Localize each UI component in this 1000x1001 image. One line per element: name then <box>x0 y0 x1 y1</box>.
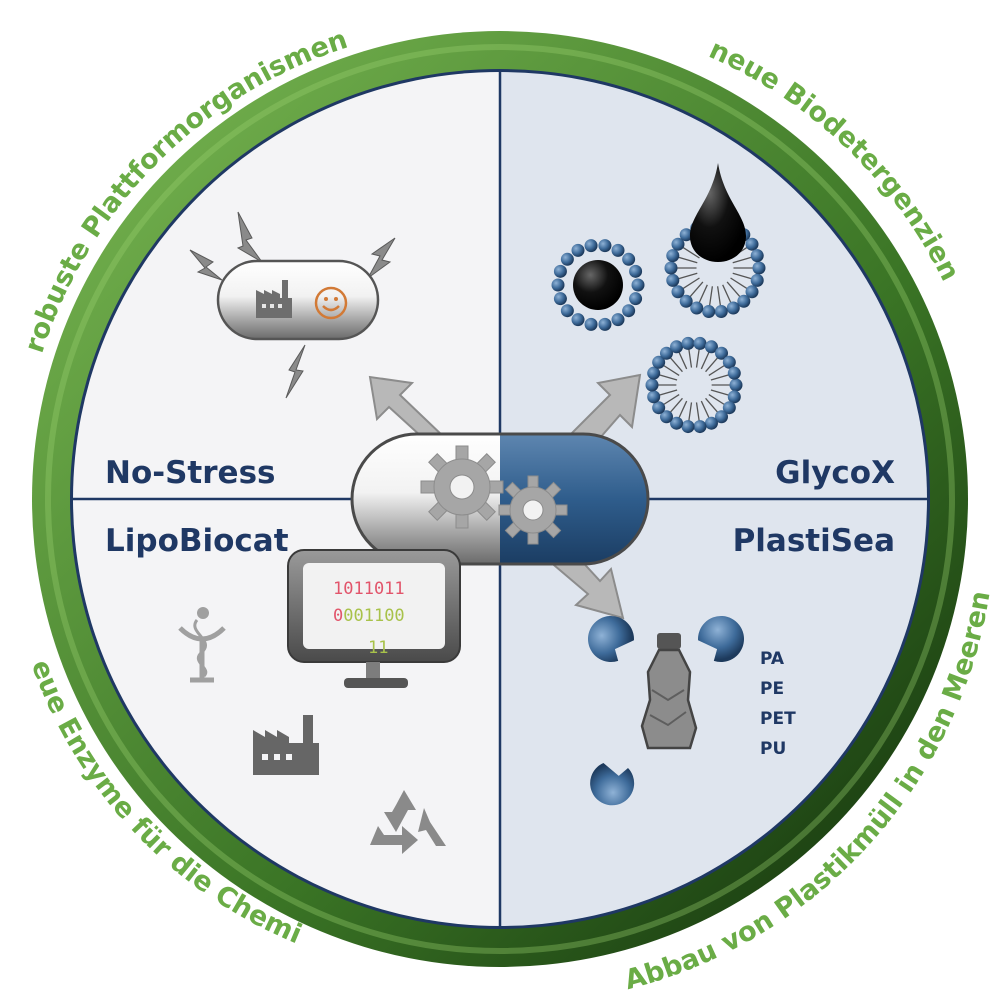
plastic-label: PU <box>760 739 786 759</box>
factory-icon <box>253 715 319 775</box>
label-glycox: GlycoX <box>775 455 895 491</box>
smiley-icon <box>314 286 348 320</box>
plastic-label: PE <box>760 679 784 699</box>
gear-icon <box>420 445 504 529</box>
plastic-label: PA <box>760 649 785 669</box>
micelle-icon <box>551 239 645 331</box>
recycle-icon <box>370 790 446 854</box>
binary-line-2-rest: 001100 <box>343 606 404 626</box>
stress-capsule <box>216 259 380 341</box>
factory-icon <box>256 280 292 318</box>
bottle-icon <box>640 633 698 750</box>
plastic-label: PET <box>760 709 796 729</box>
label-no-stress: No-Stress <box>105 455 275 491</box>
center-capsule <box>350 432 650 566</box>
label-lipobiocat: LipoBiocat <box>105 523 289 559</box>
pharmacy-icon <box>178 607 226 683</box>
binary-line-2: 0001100 <box>333 606 405 626</box>
lipobiocat-illustration: 1011011 0001100 11 <box>178 549 461 854</box>
binary-line-3: 11 <box>368 638 388 658</box>
binary-line-1: 1011011 <box>333 579 405 599</box>
enzyme-icon <box>588 616 744 806</box>
no-stress-illustration <box>189 211 396 399</box>
plastisea-illustration: PA PE PET PU <box>588 616 796 806</box>
micelle-icon <box>645 336 743 434</box>
outer-ring-glow <box>45 44 955 954</box>
plastic-list: PA PE PET PU <box>760 649 796 759</box>
monitor-icon: 1011011 0001100 11 <box>287 549 461 688</box>
binary-line-2-first: 0 <box>333 606 343 626</box>
glycox-illustration <box>551 163 766 434</box>
lightning-icon <box>189 211 396 399</box>
label-plastisea: PlastiSea <box>733 523 895 559</box>
oil-drop-icon <box>690 163 746 262</box>
gear-icon <box>498 475 568 545</box>
